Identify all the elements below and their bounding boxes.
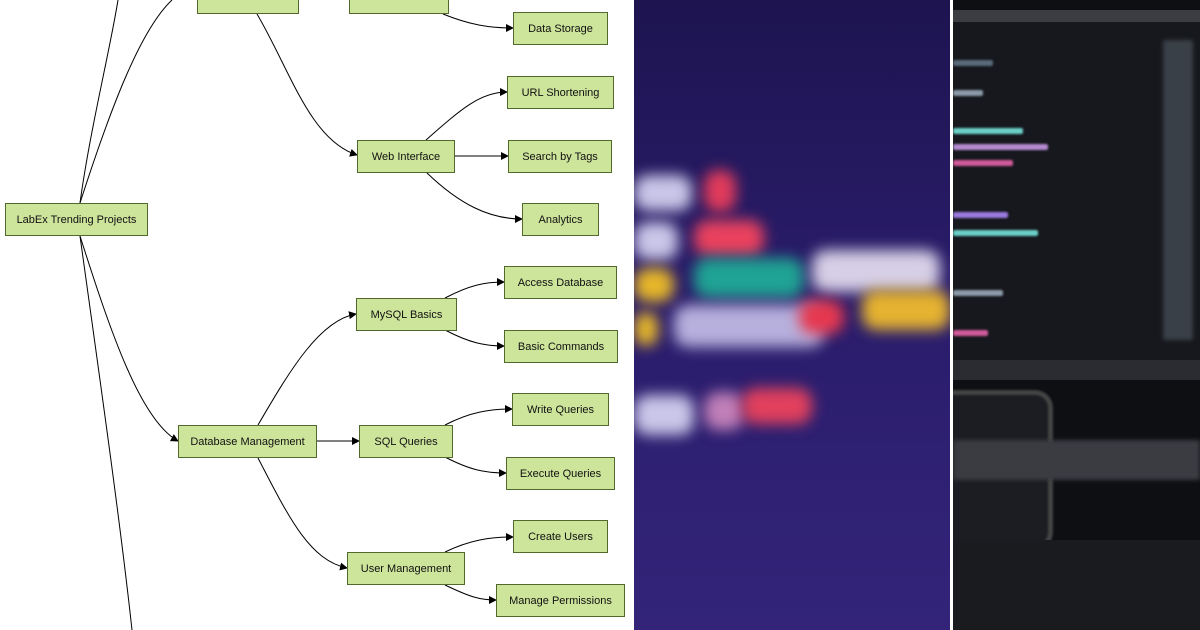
mind-map-diagram: LabEx Trending Projects Data Storage Web… [5, 0, 625, 630]
node-manage-permissions: Manage Permissions [496, 584, 625, 617]
edge-root-up-2 [79, 0, 173, 204]
blur-blob [704, 170, 736, 212]
blur-blob [694, 258, 804, 298]
edge-webif-analytics [425, 171, 523, 223]
node-basic-commands: Basic Commands [504, 330, 618, 363]
code-line [953, 212, 1008, 218]
code-line [953, 144, 1048, 150]
node-sql-queries: SQL Queries [359, 425, 453, 458]
partial-node-right [349, 0, 449, 14]
blur-blob [634, 222, 678, 260]
node-web-interface: Web Interface [357, 140, 455, 173]
edge-sql-write [444, 405, 513, 426]
node-root: LabEx Trending Projects [5, 203, 148, 236]
code-line [953, 330, 988, 336]
node-analytics: Analytics [522, 203, 599, 236]
monitor-code-photo [953, 0, 1200, 630]
edge-dbm-user [257, 457, 348, 571]
code-line [953, 160, 1013, 166]
blur-blob [704, 392, 744, 430]
node-access-database: Access Database [504, 266, 617, 299]
code-line [953, 128, 1023, 134]
edge-root-dbm [79, 235, 179, 442]
desk-surface [953, 540, 1200, 630]
diagram-edges [79, 0, 523, 630]
edge-mysql-basic [444, 329, 505, 350]
node-url-shortening: URL Shortening [507, 76, 614, 109]
monitor-screen [953, 20, 1200, 375]
node-database-management: Database Management [178, 425, 317, 458]
blurred-code-photo [634, 0, 950, 630]
blur-blob [742, 388, 812, 424]
blur-blob [634, 268, 674, 302]
partial-node-left [197, 0, 299, 14]
blur-blob [634, 175, 692, 211]
laptop-dock [953, 440, 1200, 480]
monitor-bezel-bottom [953, 360, 1200, 380]
code-line [953, 60, 993, 66]
node-execute-queries: Execute Queries [506, 457, 615, 490]
edge-top-webif [256, 13, 358, 157]
code-line [953, 290, 1003, 296]
code-line [953, 90, 983, 96]
edge-webif-url [425, 88, 508, 141]
node-search-by-tags: Search by Tags [508, 140, 612, 173]
edge-root-up-1 [79, 0, 119, 204]
blur-blob [799, 300, 844, 334]
edge-mysql-access [444, 278, 505, 299]
monitor-bezel-top [953, 10, 1200, 22]
panel-divider [950, 0, 953, 630]
edge-top-datastorage [442, 13, 514, 32]
node-user-management: User Management [347, 552, 465, 585]
blur-blob [694, 220, 764, 256]
edge-dbm-mysql [257, 311, 357, 426]
blur-blob [634, 312, 658, 346]
node-write-queries: Write Queries [512, 393, 609, 426]
blur-blob [634, 395, 694, 435]
edge-user-create [444, 533, 514, 553]
edge-user-manage [444, 584, 497, 604]
code-line [953, 230, 1038, 236]
node-data-storage: Data Storage [513, 12, 608, 45]
blur-blob [812, 250, 940, 292]
blur-blob [862, 290, 950, 330]
node-create-users: Create Users [513, 520, 608, 553]
code-line [1163, 40, 1193, 340]
edge-root-down [79, 235, 133, 630]
edge-sql-execute [444, 456, 507, 477]
node-mysql-basics: MySQL Basics [356, 298, 457, 331]
